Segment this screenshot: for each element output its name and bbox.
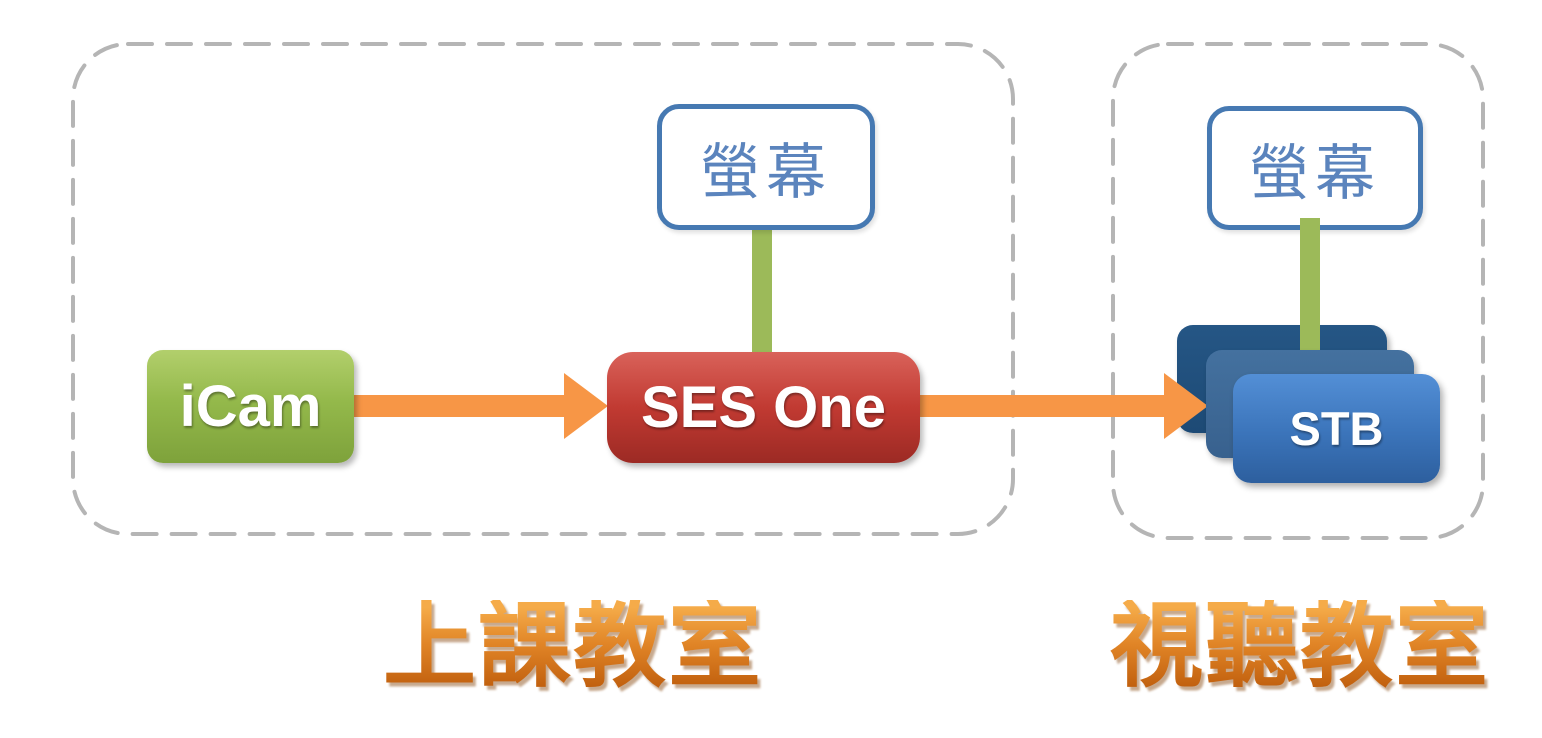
arrow-icam-to-ses-head xyxy=(564,373,608,439)
icam-label: iCam xyxy=(179,374,322,439)
zone-av-room-boundary xyxy=(1111,42,1485,540)
arrow-icam-to-ses-shaft xyxy=(354,395,566,417)
node-screen-right: 螢幕 xyxy=(1207,106,1423,230)
node-stb-front: STB xyxy=(1233,374,1440,483)
stb-label: STB xyxy=(1289,402,1384,455)
node-screen-left: 螢幕 xyxy=(657,104,875,230)
screen-right-label: 螢幕 xyxy=(1249,139,1381,207)
connector-screen-to-ses xyxy=(752,218,772,356)
node-ses-one: SES One xyxy=(607,352,920,463)
connector-screen-to-stb xyxy=(1300,218,1320,358)
zone-label-classroom: 上課教室 xyxy=(333,600,813,693)
screen-left-label: 螢幕 xyxy=(700,138,832,206)
arrow-ses-to-stb-shaft xyxy=(918,395,1166,417)
zone-classroom-boundary xyxy=(71,42,1015,536)
ses-one-label: SES One xyxy=(641,375,886,440)
arrow-ses-to-stb-head xyxy=(1164,373,1208,439)
node-icam: iCam xyxy=(147,350,354,463)
zone-label-av-room: 視聽教室 xyxy=(1080,600,1520,693)
